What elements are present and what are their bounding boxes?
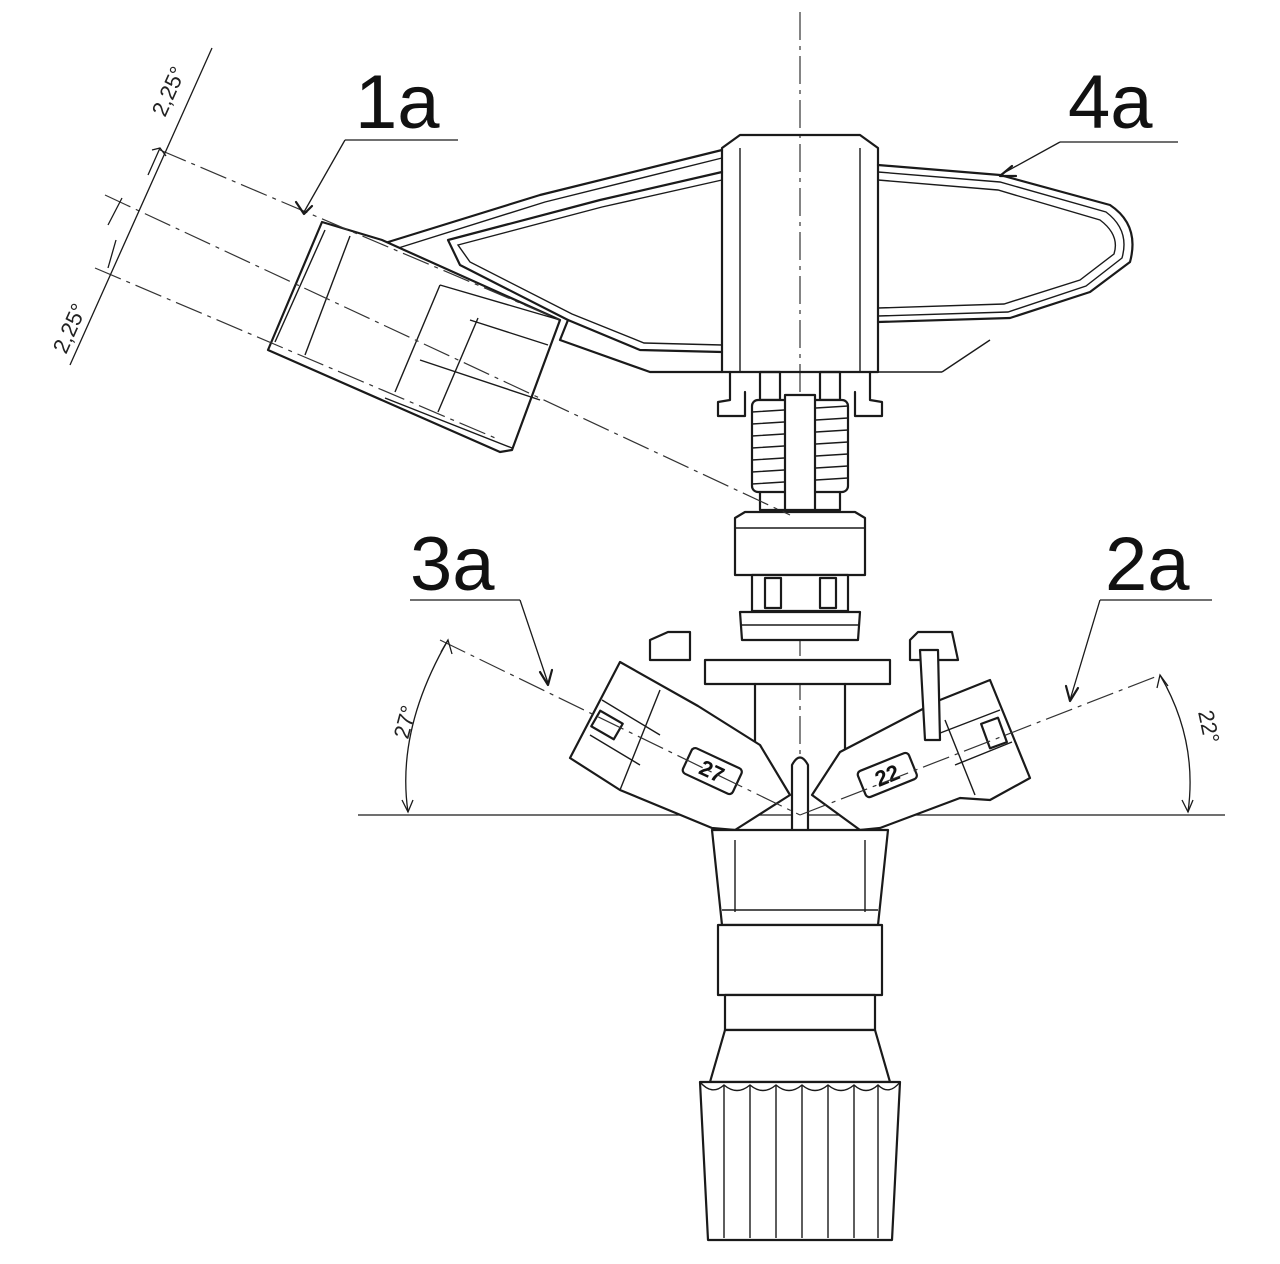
nozzle-3a: 27 <box>568 660 792 832</box>
dim-angle-right-group: 22° <box>1156 673 1224 814</box>
dim-angle-lower: 2,25° <box>48 300 92 357</box>
left-jet-line <box>439 639 801 816</box>
dim-angle-left: 27° <box>389 703 422 742</box>
sprinkler-body <box>648 630 960 772</box>
dim-angle-left-group: 27° <box>389 638 453 814</box>
callout-3a-group: 3a <box>410 522 554 687</box>
bearing-collar <box>733 510 867 642</box>
callout-3a: 3a <box>410 522 495 607</box>
right-jet-line <box>799 674 1161 816</box>
dim-angle-right: 22° <box>1193 708 1224 746</box>
callout-4a-group: 4a <box>998 60 1178 178</box>
threaded-base <box>698 1080 902 1242</box>
deflector-lower-line <box>94 267 501 441</box>
callout-1a: 1a <box>355 60 440 145</box>
arm-assembly <box>383 133 1134 418</box>
lower-body <box>708 828 892 1084</box>
callout-2a-group: 2a <box>1064 522 1212 703</box>
deflector-upper-line <box>159 149 561 321</box>
callout-2a: 2a <box>1105 522 1190 607</box>
spring <box>750 393 850 517</box>
nozzle-plate-left <box>681 746 743 796</box>
callout-4a: 4a <box>1068 60 1153 145</box>
callout-1a-group: 1a <box>294 60 458 216</box>
deflector-1a <box>266 220 562 454</box>
nozzle-plate-right <box>856 751 918 799</box>
deflector-axis-line <box>104 194 791 516</box>
